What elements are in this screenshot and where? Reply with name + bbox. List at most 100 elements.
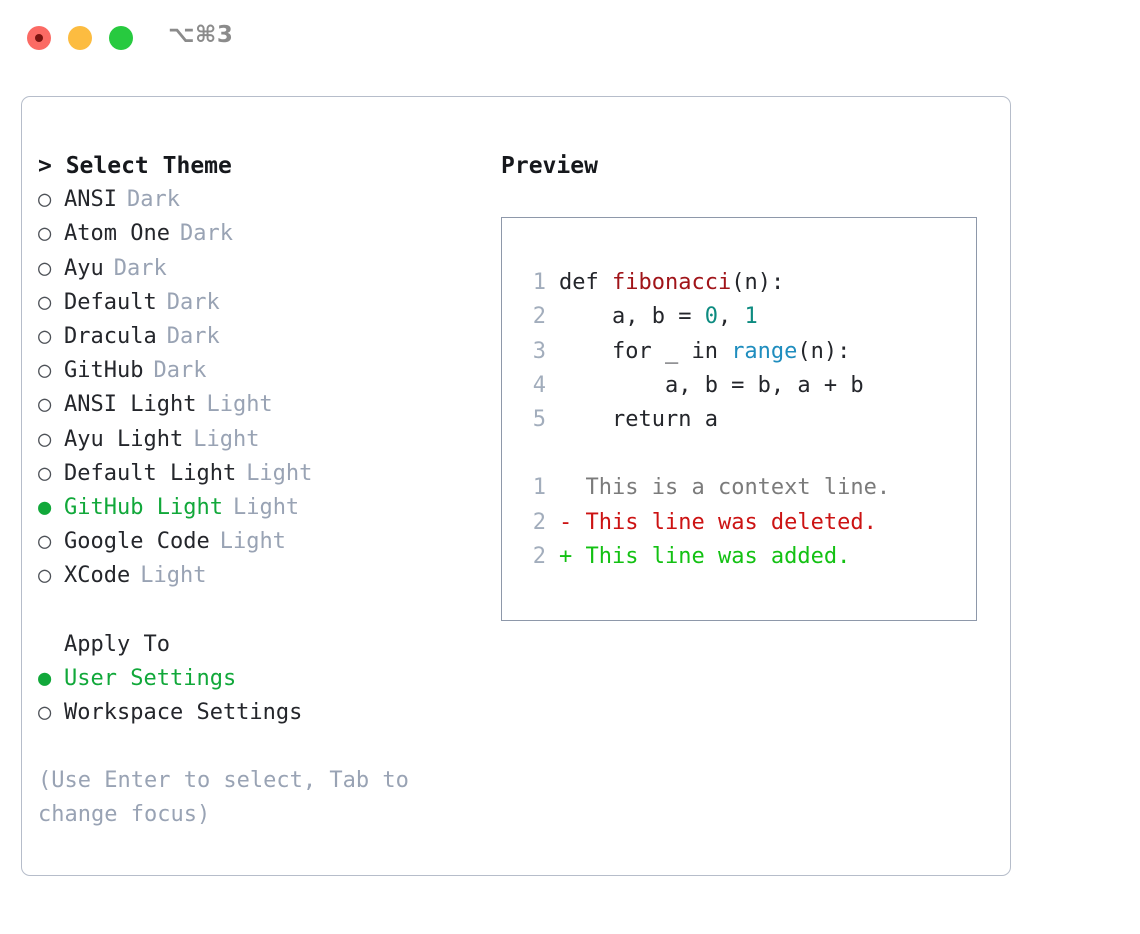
code-line-number: 3 xyxy=(532,338,546,364)
theme-option-label: ANSI Light xyxy=(64,392,197,418)
diff-marker xyxy=(559,471,572,505)
apply-to-option-label: Workspace Settings xyxy=(64,700,303,726)
theme-variant-tag: Light xyxy=(246,460,313,486)
theme-variant-tag: Dark xyxy=(166,289,220,315)
code-line-content: a, b = b, a + b xyxy=(559,369,864,403)
radio-unselected-icon: ○ xyxy=(38,700,52,726)
theme-option-label: Ayu xyxy=(64,255,104,281)
diff-marker: - xyxy=(559,509,573,535)
theme-option-label: Default xyxy=(64,289,157,315)
theme-option-label: GitHub xyxy=(64,358,144,384)
title-bar: ⌥⌘3 xyxy=(0,0,1140,78)
apply-to-list[interactable]: ● User Settings ○ Workspace Settings xyxy=(38,662,478,730)
code-line: 5 return a xyxy=(520,403,968,437)
code-line-number: 4 xyxy=(532,372,546,398)
theme-variant-tag: Dark xyxy=(153,358,207,384)
close-window-icon[interactable] xyxy=(27,26,51,50)
theme-variant-tag: Light xyxy=(140,563,207,589)
theme-option-label: Ayu Light xyxy=(64,426,184,452)
diff-line-text: This is a context line. xyxy=(585,475,891,501)
radio-unselected-icon: ○ xyxy=(38,187,52,213)
code-line: 3 for _ in range(n): xyxy=(520,335,968,369)
apply-to-option-label: User Settings xyxy=(64,665,237,691)
code-line-number: 2 xyxy=(532,304,546,330)
theme-variant-tag: Dark xyxy=(113,255,167,281)
code-token-num: 1 xyxy=(744,304,758,330)
code-token-kw: def xyxy=(559,270,612,296)
code-token-fn: fibonacci xyxy=(611,270,732,296)
theme-option-github[interactable]: ○ GitHub Dark xyxy=(38,354,478,388)
diff-line-text: This line was added. xyxy=(585,543,851,569)
diff-marker: + xyxy=(559,543,573,569)
radio-unselected-icon: ○ xyxy=(38,221,52,247)
diff-line-context: 1 This is a context line. xyxy=(520,471,968,505)
code-line-number: 5 xyxy=(532,407,546,433)
radio-unselected-icon: ○ xyxy=(38,289,52,315)
diff-spacer xyxy=(572,471,585,505)
radio-unselected-icon: ○ xyxy=(38,460,52,486)
diff-spacer xyxy=(572,540,585,574)
radio-unselected-icon: ○ xyxy=(38,426,52,452)
maximize-window-icon[interactable] xyxy=(109,26,133,50)
code-line-content: return a xyxy=(559,403,718,437)
list-spacer xyxy=(38,594,478,628)
theme-option-ayu[interactable]: ○ Ayu Dark xyxy=(38,252,478,286)
diff-spacer xyxy=(572,506,585,540)
theme-option-ansi[interactable]: ○ ANSI Dark xyxy=(38,183,478,217)
diff-line-number: 1 xyxy=(532,475,546,501)
code-line-content: def fibonacci(n): xyxy=(559,266,784,300)
radio-unselected-icon: ○ xyxy=(38,324,52,350)
minimize-window-icon[interactable] xyxy=(68,26,92,50)
diff-line-number: 2 xyxy=(532,509,546,535)
theme-option-label: Atom One xyxy=(64,221,170,247)
radio-selected-icon: ● xyxy=(38,665,52,691)
apply-to-option-workspace-settings[interactable]: ○ Workspace Settings xyxy=(38,696,478,730)
theme-variant-tag: Light xyxy=(219,529,286,555)
radio-unselected-icon: ○ xyxy=(38,563,52,589)
theme-variant-tag: Dark xyxy=(179,221,233,247)
code-token-plain: , xyxy=(717,304,745,330)
theme-option-ayu-light[interactable]: ○ Ayu Light Light xyxy=(38,423,478,457)
diff-sample: 1 This is a context line. 2- This line wa… xyxy=(520,471,968,574)
theme-variant-tag: Light xyxy=(232,495,300,521)
radio-unselected-icon: ○ xyxy=(38,529,52,555)
radio-unselected-icon: ○ xyxy=(38,358,52,384)
keyboard-shortcut-label: ⌥⌘3 xyxy=(168,22,234,48)
preview-header: Preview xyxy=(501,153,598,179)
theme-option-label: Dracula xyxy=(64,324,157,350)
diff-line-text: This line was deleted. xyxy=(585,509,877,535)
theme-option-google-code[interactable]: ○ Google Code Light xyxy=(38,525,478,559)
theme-variant-tag: Light xyxy=(193,426,260,452)
code-line-number: 1 xyxy=(532,270,546,296)
theme-option-default[interactable]: ○ Default Dark xyxy=(38,286,478,320)
code-token-call: range xyxy=(731,338,798,364)
theme-option-xcode[interactable]: ○ XCode Light xyxy=(38,559,478,593)
radio-unselected-icon: ○ xyxy=(38,255,52,281)
theme-option-label: Google Code xyxy=(64,529,210,555)
diff-line-added: 2+ This line was added. xyxy=(520,540,968,574)
theme-option-label: ANSI xyxy=(64,187,117,213)
code-line: 1 def fibonacci(n): xyxy=(520,266,968,300)
theme-option-label: XCode xyxy=(64,563,131,589)
theme-variant-tag: Dark xyxy=(126,187,180,213)
code-token-plain: (n): xyxy=(731,270,785,296)
code-token-plain: return a xyxy=(559,407,718,433)
code-token-num: 0 xyxy=(704,304,718,330)
apply-to-header: Apply To xyxy=(64,631,170,657)
code-line: 4 a, b = b, a + b xyxy=(520,369,968,403)
apply-to-option-user-settings[interactable]: ● User Settings xyxy=(38,662,478,696)
theme-option-atom-one[interactable]: ○ Atom One Dark xyxy=(38,217,478,251)
keyboard-hint-text: (Use Enter to select, Tab to change focu… xyxy=(38,768,423,828)
code-line-content: for _ in range(n): xyxy=(559,335,850,369)
